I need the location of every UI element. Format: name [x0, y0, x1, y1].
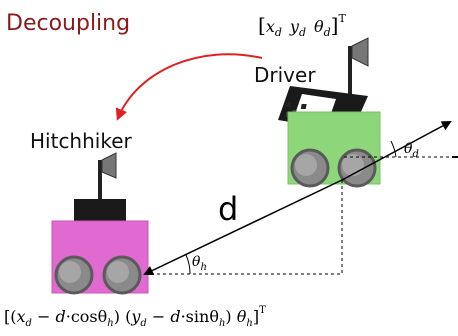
theta-h-arc: [185, 254, 191, 275]
hitchhiker-mount: [74, 199, 126, 221]
wheel-hub: [107, 261, 129, 283]
theta-h-label: θh: [192, 254, 207, 273]
driver-heading-arrow: [341, 121, 452, 181]
wheel-hub: [59, 261, 81, 283]
wheel-hub: [295, 154, 317, 176]
hitchhiker-pose-vector: [(xd − d·cosθh) (yd − d·sinθh) θh]T: [4, 305, 266, 329]
theta-d-label: θd: [404, 141, 419, 160]
hitchhiker-robot: [51, 152, 149, 295]
flag-icon: [101, 152, 117, 179]
hitchhiker-label: Hitchhiker: [30, 129, 133, 153]
driver-robot: [278, 37, 381, 188]
distance-label: d: [218, 190, 238, 228]
driver-label: Driver: [254, 63, 316, 87]
theta-d-arc: [390, 140, 397, 158]
decoupling-arrow: [115, 53, 263, 121]
flag-icon: [351, 37, 369, 67]
diagram-title: Decoupling: [6, 11, 130, 36]
distance-arrow: [143, 179, 343, 276]
